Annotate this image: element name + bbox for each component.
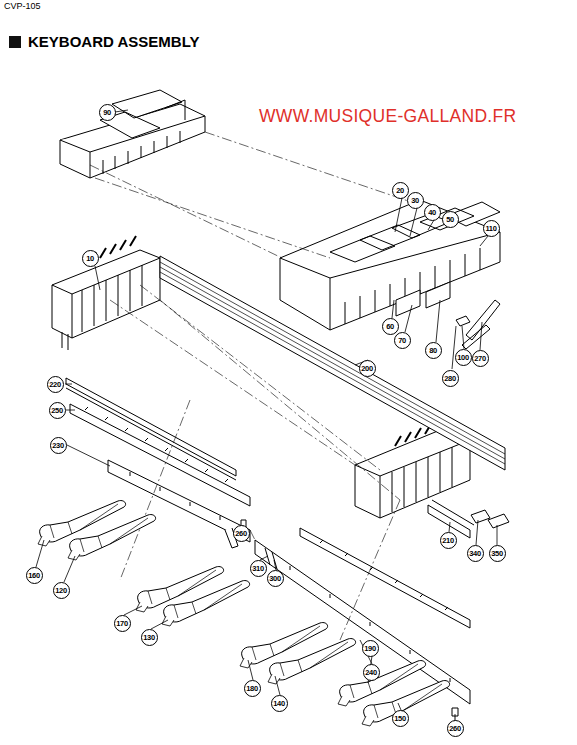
- callout-number: 90: [99, 104, 116, 121]
- callout-number: 230: [50, 437, 67, 454]
- callout-number: 150: [392, 710, 409, 727]
- callout-number: 160: [26, 567, 43, 584]
- callout-number: 110: [483, 220, 500, 237]
- callout-number: 130: [141, 629, 158, 646]
- callout-number: 100: [455, 349, 472, 366]
- callout-number: 340: [467, 545, 484, 562]
- callout-number: 180: [244, 680, 261, 697]
- callout-number: 270: [472, 350, 489, 367]
- callout-number: 250: [49, 402, 66, 419]
- callout-number: 80: [425, 342, 442, 359]
- callout-number: 120: [53, 582, 70, 599]
- callout-number: 50: [442, 211, 459, 228]
- model-name: CVP-105: [4, 1, 41, 11]
- title-bullet: [9, 36, 21, 48]
- watermark: WWW.MUSIQUE-GALLAND.FR: [259, 106, 516, 127]
- callout-number: 140: [271, 695, 288, 712]
- section-title: KEYBOARD ASSEMBLY: [28, 33, 199, 50]
- callout-number: 220: [47, 376, 64, 393]
- callout-number: 60: [382, 318, 399, 335]
- callout-number: 10: [82, 250, 99, 267]
- callout-number: 40: [424, 204, 441, 221]
- callout-number: 280: [442, 370, 459, 387]
- callout-number: 30: [407, 192, 424, 209]
- callout-number: 70: [394, 332, 411, 349]
- callout-number: 200: [359, 360, 376, 377]
- callout-number: 350: [489, 545, 506, 562]
- callout-number: 260: [447, 720, 464, 737]
- callout-number: 170: [114, 615, 131, 632]
- callout-number: 300: [267, 570, 284, 587]
- callout-number: 20: [392, 182, 409, 199]
- callout-number: 260: [233, 525, 250, 542]
- callout-number: 210: [440, 532, 457, 549]
- callout-number: 240: [363, 664, 380, 681]
- callout-number: 190: [362, 640, 379, 657]
- callout-number: 310: [250, 560, 267, 577]
